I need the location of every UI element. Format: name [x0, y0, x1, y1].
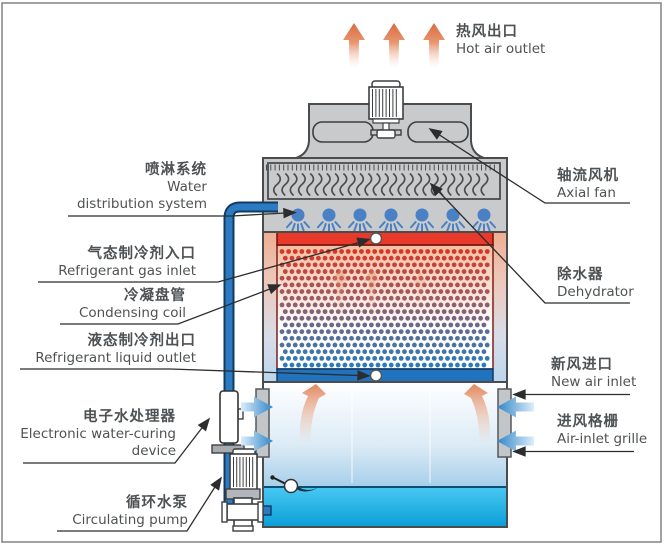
label-dehydrator: 除水器 Dehydrator — [557, 267, 634, 301]
air-plenum-and-basin — [255, 381, 512, 528]
label-refrigerant-liquid-outlet: 液态制冷剂出口 Refrigerant liquid outlet — [0, 333, 196, 367]
hot-air-arrow — [343, 23, 365, 67]
air-plenum — [263, 382, 507, 487]
air-inlet-arrows — [241, 396, 534, 452]
label-circulating-pump-en: Circulating pump — [72, 512, 188, 528]
liquid-outlet-port — [369, 369, 383, 382]
label-new-air-inlet-zh: 新风进口 — [551, 357, 613, 373]
float-valve — [270, 475, 319, 494]
label-refrigerant-gas-inlet-zh: 气态制冷剂入口 — [87, 246, 196, 262]
circulating-pump — [221, 448, 272, 532]
leader-lines — [20, 128, 634, 532]
label-axial-fan-en: Axial fan — [557, 185, 616, 201]
refrigerant-liquid-header — [276, 368, 494, 383]
label-axial-fan-zh: 轴流风机 — [557, 168, 619, 184]
label-electronic-water-curing: 电子水处理器 Electronic water-curing device — [0, 409, 176, 460]
label-condensing-coil: 冷凝盘管 Condensing coil — [0, 288, 186, 322]
label-condensing-coil-zh: 冷凝盘管 — [124, 288, 186, 304]
hot-air-arrow — [383, 23, 405, 67]
label-refrigerant-gas-inlet: 气态制冷剂入口 Refrigerant gas inlet — [0, 246, 196, 280]
label-circulating-pump-zh: 循环水泵 — [126, 495, 188, 511]
label-water-distribution: 喷淋系统 Water distribution system — [0, 162, 207, 213]
coil-heat-arrows — [332, 268, 427, 320]
drift-eliminator — [266, 162, 501, 200]
electronic-water-curing-device — [211, 390, 245, 454]
plenum-air-rise-arrows — [299, 384, 491, 444]
label-new-air-inlet-en: New air inlet — [551, 374, 637, 390]
label-dehydrator-zh: 除水器 — [557, 267, 604, 283]
label-refrigerant-liquid-outlet-en: Refrigerant liquid outlet — [35, 350, 196, 366]
label-hot-air-outlet-en: Hot air outlet — [456, 41, 546, 57]
refrigerant-gas-header — [276, 231, 494, 246]
tower-wall-right — [493, 232, 507, 382]
axial-fan-assembly — [295, 80, 485, 159]
hot-air-arrows — [343, 23, 445, 67]
tower-wall-left — [263, 232, 277, 382]
spray-nozzles — [285, 208, 497, 233]
label-new-air-inlet: 新风进口 New air inlet — [551, 357, 636, 391]
label-axial-fan: 轴流风机 Axial fan — [557, 168, 619, 202]
label-refrigerant-gas-inlet-en: Refrigerant gas inlet — [58, 263, 196, 279]
fan-motor — [368, 80, 404, 139]
label-water-distribution-en1: Water — [167, 179, 207, 195]
label-electronic-water-curing-zh: 电子水处理器 — [83, 409, 176, 425]
label-dehydrator-en: Dehydrator — [557, 284, 634, 300]
label-water-distribution-zh: 喷淋系统 — [145, 162, 207, 178]
water-basin — [264, 487, 506, 526]
label-condensing-coil-en: Condensing coil — [78, 305, 186, 321]
label-hot-air-outlet-zh: 热风出口 — [456, 24, 518, 40]
label-electronic-water-curing-en1: Electronic water-curing — [20, 426, 176, 442]
label-air-inlet-grille-zh: 进风格栅 — [557, 414, 619, 430]
gas-inlet-port — [369, 232, 383, 245]
label-refrigerant-liquid-outlet-zh: 液态制冷剂出口 — [87, 333, 196, 349]
condensing-coil-section — [262, 231, 508, 383]
label-hot-air-outlet: 热风出口 Hot air outlet — [456, 24, 545, 58]
image-border — [1, 2, 662, 543]
label-electronic-water-curing-en2: device — [131, 443, 176, 459]
label-air-inlet-grille-en: Air-inlet grille — [557, 431, 648, 447]
tower-upper-section — [262, 157, 508, 233]
label-water-distribution-en2: distribution system — [76, 196, 207, 212]
fan-blade-left — [312, 121, 374, 143]
hot-air-arrow — [423, 23, 445, 67]
label-circulating-pump: 循环水泵 Circulating pump — [0, 495, 188, 529]
label-air-inlet-grille: 进风格栅 Air-inlet grille — [557, 414, 647, 448]
